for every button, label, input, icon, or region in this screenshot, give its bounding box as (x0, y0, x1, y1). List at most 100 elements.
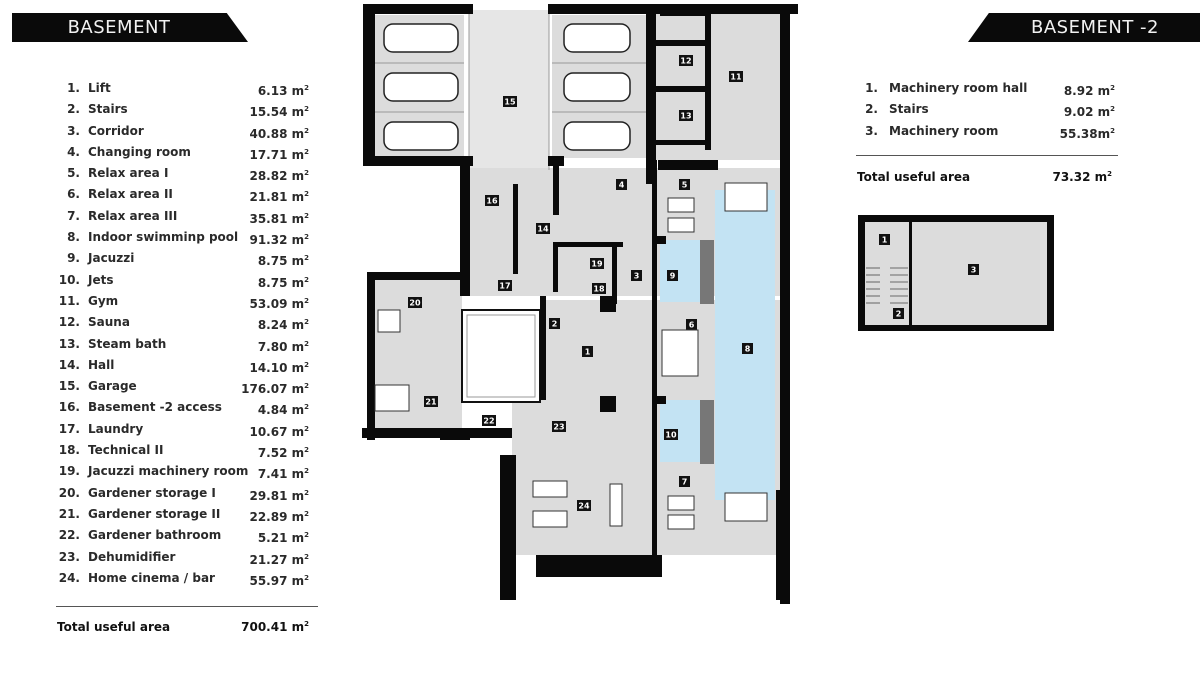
svg-text:6: 6 (689, 321, 695, 330)
svg-text:16: 16 (486, 197, 498, 206)
walls (362, 4, 798, 604)
stairs-icon (866, 267, 908, 304)
room-name: Jets (88, 272, 114, 287)
room-name: Home cinema / bar (88, 570, 215, 585)
svg-text:21: 21 (425, 398, 437, 407)
room-name: Lift (88, 81, 111, 95)
room-area: 6.13 m2 (257, 84, 309, 98)
svg-text:15: 15 (504, 98, 516, 107)
room-area: 35.81 m2 (249, 211, 309, 226)
room-area: 14.10 m2 (249, 360, 309, 375)
room-area: 22.89 m2 (249, 509, 309, 524)
basement-total: Total useful area 700.41 m2 (57, 620, 312, 634)
svg-text:20: 20 (409, 299, 421, 308)
room-area: 7.41 m2 (257, 467, 309, 482)
svg-text:23: 23 (553, 423, 564, 432)
basement-2-total: Total useful area 73.32 m2 (857, 170, 1115, 184)
room-area: 7.52 m2 (257, 446, 309, 461)
room-name: Jacuzzi machinery room (88, 464, 249, 479)
svg-text:19: 19 (591, 260, 603, 269)
car-icons (383, 23, 631, 151)
room-name: Gardener bathroom (88, 528, 222, 543)
svg-text:3: 3 (971, 266, 977, 275)
basement-2-title-banner: BASEMENT -2 (968, 13, 1200, 42)
room-name: Changing room (88, 144, 191, 159)
svg-text:9: 9 (670, 272, 676, 281)
svg-text:17: 17 (499, 282, 510, 291)
svg-text:2: 2 (896, 310, 902, 319)
svg-text:10: 10 (665, 431, 677, 440)
room-name: Machinery room (889, 123, 999, 138)
svg-text:7: 7 (682, 478, 688, 487)
room-name: Corridor (88, 123, 144, 138)
room-name: Relax area I (88, 166, 169, 181)
room-name: Hall (88, 357, 115, 372)
room-name: Relax area II (88, 187, 173, 202)
svg-text:4: 4 (619, 181, 625, 190)
svg-text:12: 12 (680, 57, 691, 66)
room-area: 7.80 m2 (257, 339, 309, 354)
room-area: 53.09 m2 (249, 296, 309, 311)
svg-text:13: 13 (680, 112, 691, 121)
basement-title-banner: BASEMENT (12, 13, 248, 42)
room-name: Basement -2 access (88, 400, 222, 415)
room-area: 29.81 m2 (249, 488, 309, 503)
svg-text:1: 1 (882, 236, 888, 245)
room-name: Gardener storage II (88, 506, 221, 521)
room-name: Stairs (889, 102, 929, 117)
room-name: Technical II (88, 443, 164, 458)
room-area: 9.02 m2 (1063, 105, 1115, 120)
room-area: 15.54 m2 (249, 105, 309, 120)
room-name: Gym (88, 293, 119, 308)
svg-text:18: 18 (593, 285, 605, 294)
room-area: 8.75 m2 (257, 275, 309, 290)
svg-text:24: 24 (578, 502, 590, 511)
room-tags: 1 2 3 4 5 6 7 8 9 10 11 12 13 14 15 16 1… (408, 55, 753, 511)
basement-2-floor-plan: 1 2 3 (858, 215, 1054, 331)
room-name: Relax area III (88, 208, 178, 223)
room-name: Garage (88, 379, 137, 394)
room-area: 8.75 m2 (257, 254, 309, 269)
svg-text:3: 3 (634, 272, 640, 281)
svg-text:1: 1 (585, 348, 591, 357)
total-area: 73.32 m2 (1052, 170, 1112, 184)
room-name: Machinery room hall (889, 81, 1028, 95)
room-area: 176.07 m2 (241, 382, 309, 397)
room-area: 21.81 m2 (249, 190, 309, 205)
room-name: Stairs (88, 102, 128, 117)
svg-text:8: 8 (745, 345, 751, 354)
room-name: Steam bath (88, 336, 167, 351)
basement-2-title: BASEMENT -2 (1031, 17, 1159, 38)
basement-floor-plan: 1 2 3 4 5 6 7 8 9 10 11 12 13 14 15 16 1… (362, 4, 798, 604)
room-area: 17.71 m2 (249, 147, 309, 162)
room-area: 4.84 m2 (257, 403, 309, 418)
furniture (374, 182, 768, 530)
room-area: 8.24 m2 (257, 318, 309, 333)
svg-text:5: 5 (682, 181, 688, 190)
basement-title: BASEMENT (67, 17, 171, 38)
room-name: Gardener storage I (88, 485, 216, 500)
room-name: Indoor swimminp pool (88, 230, 239, 245)
total-label: Total useful area (857, 170, 971, 184)
svg-text:14: 14 (537, 225, 549, 234)
room-name: Dehumidifier (88, 549, 176, 564)
